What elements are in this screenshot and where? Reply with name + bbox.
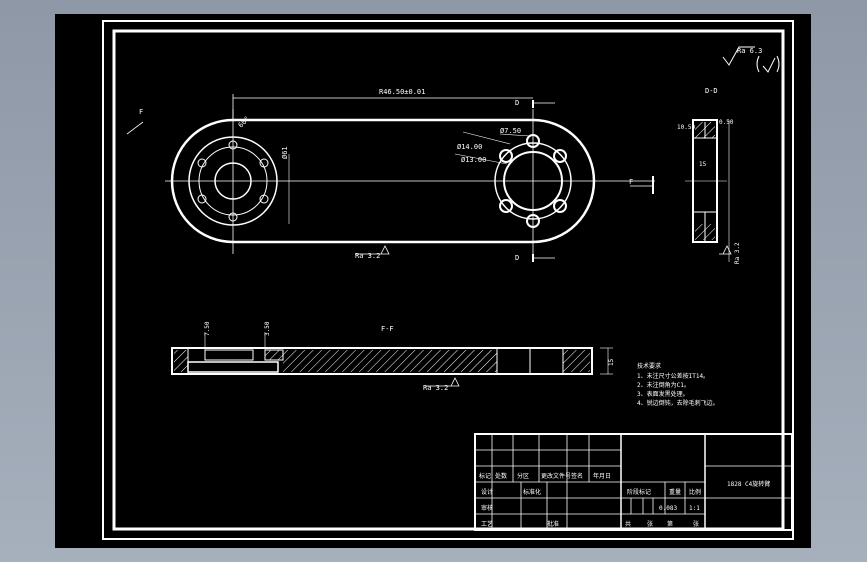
dim-thickness: 15 — [699, 161, 707, 168]
view-ff-label: F-F — [381, 325, 394, 333]
dim-pcd-inner: Ø14.00 — [457, 143, 482, 151]
tb-sheet-2: 张 — [693, 520, 699, 528]
arrow-d-bottom: D — [515, 254, 519, 262]
tb-scale-label: 比例 — [689, 488, 701, 496]
section-ff — [171, 332, 613, 387]
cad-viewport: Ra 6.3 — [55, 14, 811, 548]
tb-stage: 阶段标记 — [627, 488, 651, 496]
tb-total: 共 — [625, 520, 631, 528]
section-dd — [685, 119, 732, 262]
tech-note-title: 技术要求 — [637, 362, 661, 370]
tb-approve: 批准 — [547, 520, 559, 528]
tb-zone: 分区 — [517, 472, 529, 480]
tech-note-2: 2、未注倒角为C1。 — [637, 381, 690, 389]
roughness-side: Ra 3.2 — [734, 242, 741, 264]
tb-count: 处数 — [495, 472, 507, 480]
dim-left-dia: Ø61 — [281, 146, 289, 159]
dim-hole-small: Ø7.50 — [500, 127, 521, 135]
dim-side-1: 7.50 — [204, 321, 211, 336]
tech-note-4: 4、锐边倒钝，去除毛刺飞边。 — [637, 399, 719, 407]
tech-note-1: 1、未注尺寸公差按IT14。 — [637, 372, 709, 380]
tb-date: 年月日 — [593, 472, 611, 480]
dim-chamfer: 0.50 — [719, 119, 734, 126]
title-block — [474, 433, 793, 531]
tb-process: 工艺 — [481, 520, 493, 528]
outer-frame — [102, 20, 794, 540]
tb-check: 审核 — [481, 504, 493, 512]
arm-top-view — [126, 94, 655, 262]
tech-note-3: 3、表面发黑处理。 — [637, 390, 689, 398]
tb-design: 设计 — [481, 488, 493, 496]
roughness-bottom: Ra 3.2 — [355, 252, 380, 260]
tb-sheet: 张 — [647, 520, 653, 528]
dim-width-left: 10.50 — [677, 124, 695, 131]
inner-frame — [112, 29, 785, 531]
tb-part-name: 1828 C4旋转臂 — [727, 480, 770, 488]
dim-pcd-outer: Ø13.00 — [461, 156, 486, 164]
view-dd-label: D-D — [705, 87, 718, 95]
arrow-f-left: F — [139, 108, 143, 116]
dim-section-thickness: 15 — [608, 358, 615, 366]
dim-side-2: 3.50 — [264, 321, 271, 336]
tb-di: 第 — [667, 520, 673, 528]
arrow-d-top: D — [515, 99, 519, 107]
roughness-global-text: Ra 6.3 — [737, 47, 762, 55]
dim-angle: 60° — [237, 115, 252, 130]
tb-docno: 更改文件号 — [541, 472, 571, 480]
arrow-f-right: F — [629, 178, 633, 186]
cad-drawing: Ra 6.3 — [102, 20, 794, 540]
tb-scale: 1:1 — [689, 505, 700, 512]
dim-center-distance: R46.50±0.01 — [379, 88, 425, 96]
tb-weight-label: 重量 — [669, 488, 681, 496]
tb-weight: 0.083 — [659, 505, 677, 512]
tech-notes: 技术要求 1、未注尺寸公差按IT14。 2、未注倒角为C1。 3、表面发黑处理。… — [637, 362, 719, 407]
roughness-section: Ra 3.2 — [423, 384, 448, 392]
tb-marking: 标记 — [479, 472, 491, 480]
roughness-symbol-global — [722, 46, 780, 73]
tb-sign: 签名 — [571, 472, 583, 480]
tb-std: 标准化 — [523, 488, 541, 496]
